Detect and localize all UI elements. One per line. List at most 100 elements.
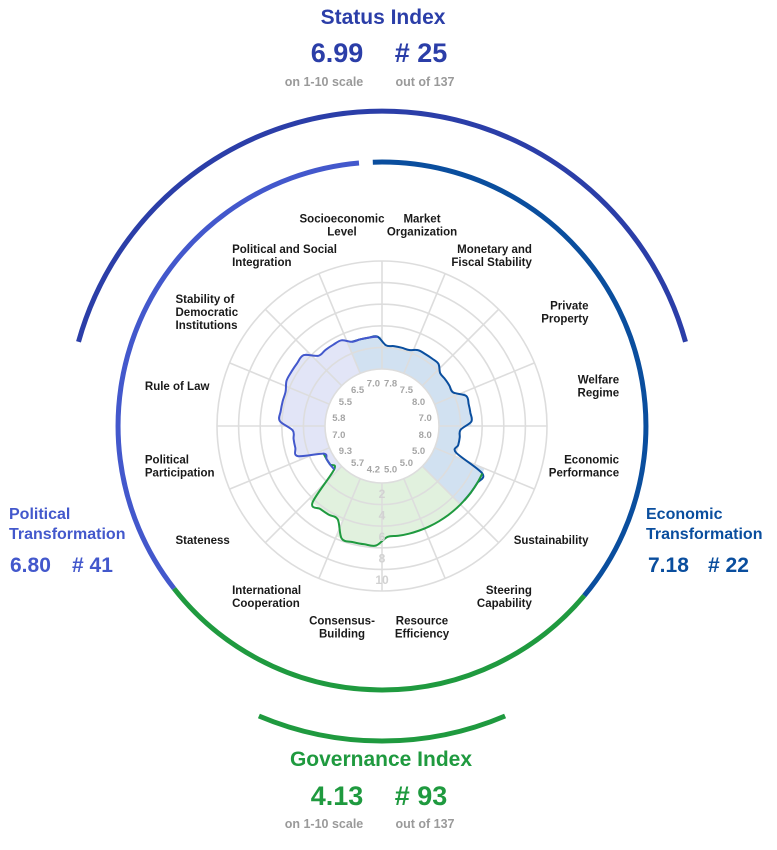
sector-fill — [434, 391, 472, 426]
governance-rank-caption: out of 137 — [395, 817, 454, 831]
value-label: 5.0 — [412, 446, 425, 457]
value-label: 7.0 — [419, 413, 432, 424]
ring-label: 8 — [379, 552, 386, 566]
value-label: 4.2 — [367, 465, 380, 476]
sector-fill — [422, 447, 485, 505]
criterion-label: Stateness — [176, 535, 230, 547]
economic-score: 7.18 — [648, 554, 689, 577]
criterion-label-line: Resource — [396, 616, 448, 628]
criterion-label-line: Property — [541, 314, 589, 326]
value-label: 5.0 — [400, 458, 413, 469]
grid-spoke — [403, 273, 446, 374]
value-label: 5.8 — [332, 413, 345, 424]
sector-fill — [382, 478, 425, 538]
value-label: 7.0 — [332, 430, 345, 441]
value-label: 5.5 — [339, 397, 353, 408]
sector-fill — [382, 345, 413, 374]
governance-index-rank: # 93 — [395, 781, 448, 811]
criterion-label-line: Economic — [564, 455, 620, 467]
criterion-label-line: Market — [403, 213, 440, 225]
criterion-label-line: Sustainability — [514, 535, 589, 547]
status-score-caption: on 1-10 scale — [285, 75, 364, 89]
sector-fill — [279, 386, 330, 426]
sector-fill — [322, 447, 342, 472]
sector-fill — [347, 336, 382, 374]
value-label: 5.0 — [384, 465, 397, 476]
governance-index-title: Governance Index — [290, 748, 472, 771]
governance-index-score: 4.13 — [311, 781, 364, 811]
value-labels: 7.87.58.07.08.05.05.05.04.25.79.37.05.85… — [332, 378, 432, 475]
index-arcs — [76, 108, 688, 744]
value-label: 6.5 — [351, 385, 365, 396]
criterion-label-line: Democratic — [176, 307, 239, 319]
economic-title-line2: Transformation — [646, 526, 762, 543]
criterion-label-line: Institutions — [176, 320, 238, 332]
sector-fill — [403, 348, 442, 386]
sector-fill — [403, 466, 461, 529]
criterion-label: Sustainability — [514, 535, 589, 547]
criterion-label-line: Monetary and — [457, 244, 532, 256]
criterion-label-line: Efficiency — [395, 629, 450, 641]
criterion-label-line: Stability of — [176, 294, 235, 306]
governance-outline — [311, 453, 484, 547]
value-label: 7.0 — [367, 378, 380, 389]
grid-spoke — [229, 362, 330, 405]
grid-spoke — [264, 308, 343, 387]
status-index-rank: # 25 — [395, 38, 448, 68]
value-label: 9.3 — [339, 446, 352, 457]
grid-spoke — [318, 273, 361, 374]
ring-label: 4 — [379, 508, 386, 522]
criterion-label-line: Welfare — [578, 375, 619, 387]
value-label: 7.5 — [400, 385, 414, 396]
status-index-arc — [76, 108, 688, 343]
status-rank-caption: out of 137 — [395, 75, 454, 89]
governance-transformation-arc — [172, 586, 587, 693]
economic-rank: # 22 — [708, 554, 749, 577]
criterion-label-line: Private — [550, 301, 588, 313]
grid-spoke — [434, 447, 535, 490]
criterion-label-line: Building — [319, 629, 365, 641]
economic-outline — [351, 335, 485, 502]
criterion-label-line: Regime — [578, 388, 620, 400]
criterion-label-line: Capability — [477, 598, 533, 610]
criterion-label-line: Steering — [486, 585, 532, 597]
political-title-line2: Transformation — [9, 526, 125, 543]
criterion-label-line: International — [232, 585, 301, 597]
criterion-label-line: Participation — [145, 468, 215, 480]
grid-spoke — [434, 362, 535, 405]
criterion-label-line: Level — [327, 226, 356, 238]
criterion-label-line: Performance — [549, 468, 619, 480]
score-outlines — [278, 335, 485, 547]
criterion-label: Rule of Law — [145, 381, 210, 393]
value-label: 5.7 — [351, 458, 364, 469]
ring-label: 10 — [375, 573, 389, 587]
criterion-label-line: Cooperation — [232, 598, 300, 610]
criterion-label-line: Integration — [232, 257, 291, 269]
economic-title-line1: Economic — [646, 506, 723, 523]
economic-transformation-arc — [372, 159, 649, 598]
status-index-score: 6.99 — [311, 38, 364, 68]
value-label: 7.8 — [384, 378, 397, 389]
political-transformation-arc — [115, 160, 360, 591]
sector-fills — [279, 336, 485, 546]
grid-ring — [324, 368, 440, 484]
criterion-label-line: Political and Social — [232, 244, 337, 256]
political-rank: # 41 — [72, 554, 113, 577]
criterion-label-line: Consensus- — [309, 616, 375, 628]
criterion-label-line: Organization — [387, 226, 457, 238]
criterion-label: Consensus-Building — [309, 616, 375, 641]
